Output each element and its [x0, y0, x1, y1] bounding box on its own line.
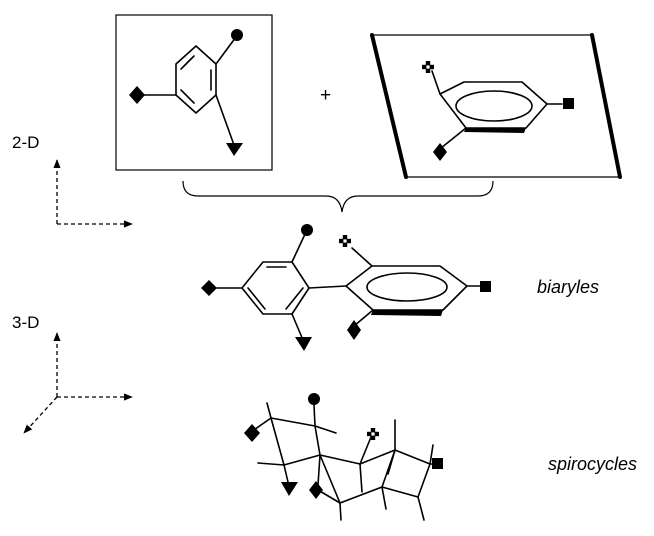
- black-diamond-icon: [309, 481, 323, 499]
- black-triangle-down-icon: [226, 143, 243, 156]
- black-circle-icon: [301, 224, 313, 236]
- biaryl-structure: [201, 224, 491, 351]
- axis-3d-depth-arrow: [23, 396, 58, 434]
- label-3d: 3-D: [12, 313, 39, 332]
- flat-benzene-ring: [141, 36, 237, 146]
- black-diamond-icon: [244, 424, 260, 442]
- four-dot-cluster-icon: [367, 428, 379, 440]
- black-diamond-icon: [201, 280, 217, 296]
- plane-right-edge: [590, 33, 622, 179]
- axes-2d: 2-D: [12, 133, 133, 228]
- planar-arene-panel: [370, 33, 622, 179]
- spirocycle-framework: [250, 402, 442, 521]
- black-circle-icon: [308, 393, 320, 405]
- biaryl-bond: [308, 285, 347, 289]
- black-triangle-down-icon: [281, 482, 298, 496]
- black-circle-icon: [231, 29, 243, 41]
- black-diamond-icon: [347, 320, 361, 340]
- black-diamond-icon: [433, 143, 447, 161]
- label-biaryles: biaryles: [537, 277, 599, 297]
- black-square-icon: [480, 281, 491, 292]
- four-dot-cluster-icon: [339, 235, 351, 247]
- black-square-icon: [432, 458, 443, 469]
- plus-sign: +: [320, 85, 331, 106]
- axes-3d: 3-D: [12, 313, 133, 434]
- flat-arene-box: [115, 14, 273, 171]
- black-diamond-icon: [129, 86, 145, 104]
- flat-arene-panel: [115, 14, 273, 171]
- black-triangle-down-icon: [295, 337, 312, 351]
- black-square-icon: [563, 98, 574, 109]
- biaryl-right-ring: [345, 247, 481, 327]
- label-2d: 2-D: [12, 133, 39, 152]
- biaryl-left-ring: [241, 261, 310, 315]
- label-spirocycles: spirocycles: [548, 454, 637, 474]
- spirocycle-structure: [244, 393, 443, 521]
- combination-brace: [182, 180, 494, 213]
- planar-benzene-ring: [431, 70, 563, 149]
- plane-left-edge: [370, 33, 408, 179]
